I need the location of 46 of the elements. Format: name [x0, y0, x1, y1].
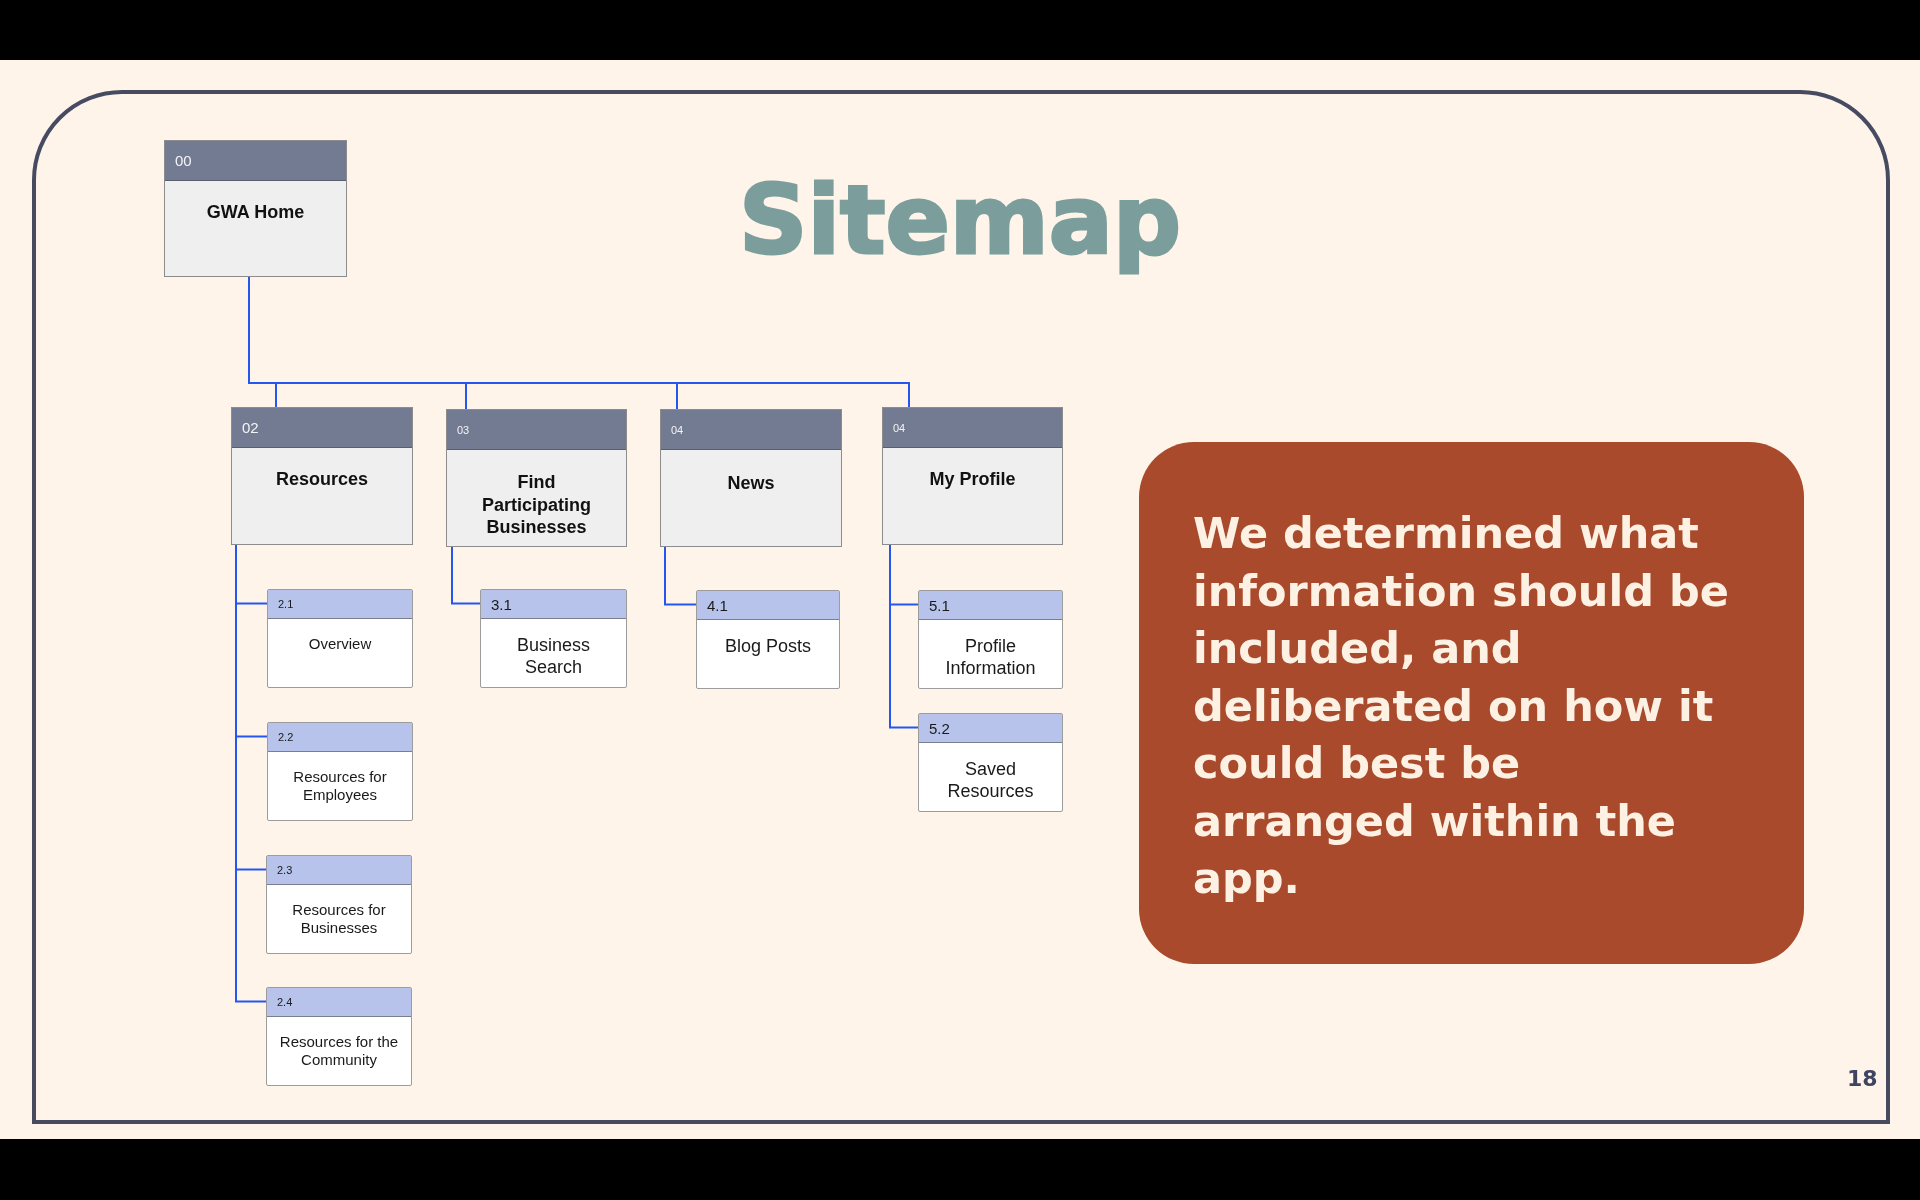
page-card: [660, 409, 842, 547]
callout-box: [1139, 442, 1804, 964]
page-title: Overview: [308, 635, 372, 653]
page-title: Resources for Businesses: [291, 901, 387, 937]
page-card: [164, 140, 347, 277]
page-number-header: 2.4: [267, 988, 411, 1017]
page-number-header: 03: [447, 410, 626, 450]
page-title: Saved Resources: [946, 759, 1035, 803]
page-title: GWA Home: [206, 201, 305, 224]
connector-line: [889, 544, 919, 729]
subpage-card: [267, 589, 413, 688]
page-number: 18: [1847, 1066, 1878, 1091]
page-number-header: 4.1: [697, 591, 839, 620]
page-card: [231, 407, 413, 545]
page-number-header: 5.1: [919, 591, 1062, 620]
page-number-header: 2.3: [267, 856, 411, 885]
subpage-card: [266, 987, 412, 1086]
page-title: Resources for Employees: [292, 768, 388, 804]
subpage-card: [918, 590, 1063, 689]
connector-line: [451, 546, 481, 605]
page-number-header: 04: [883, 408, 1062, 448]
page-title: Business Search: [515, 635, 591, 679]
page-number-header: 2.1: [268, 590, 412, 619]
page-number-header: 02: [232, 408, 412, 448]
page-number-header: 3.1: [481, 590, 626, 619]
page-title: My Profile: [929, 468, 1016, 491]
page-title: Blog Posts: [724, 636, 811, 658]
page-number-header: 04: [661, 410, 841, 450]
page-title: Profile Information: [944, 636, 1037, 680]
page-title: Resources: [275, 468, 369, 491]
page-number-header: 00: [165, 141, 346, 181]
subpage-card: [267, 722, 413, 821]
page-title: News: [727, 472, 775, 495]
subpage-card: [266, 855, 412, 954]
page-title: Resources for the Community: [278, 1033, 400, 1069]
callout-text: We determined what information should be included, and deliberated on how it could best be arranged within the app.: [1193, 507, 1730, 905]
subpage-card: [918, 713, 1063, 812]
page-card: [882, 407, 1063, 545]
page-card: [446, 409, 627, 547]
connector-line: [664, 546, 697, 606]
page-number-header: 2.2: [268, 723, 412, 752]
page-number-header: 5.2: [919, 714, 1062, 743]
slide-title: Sitemap: [739, 165, 1181, 275]
subpage-card: [696, 590, 840, 689]
subpage-card: [480, 589, 627, 688]
page-title: Find Participating Businesses: [481, 471, 592, 539]
